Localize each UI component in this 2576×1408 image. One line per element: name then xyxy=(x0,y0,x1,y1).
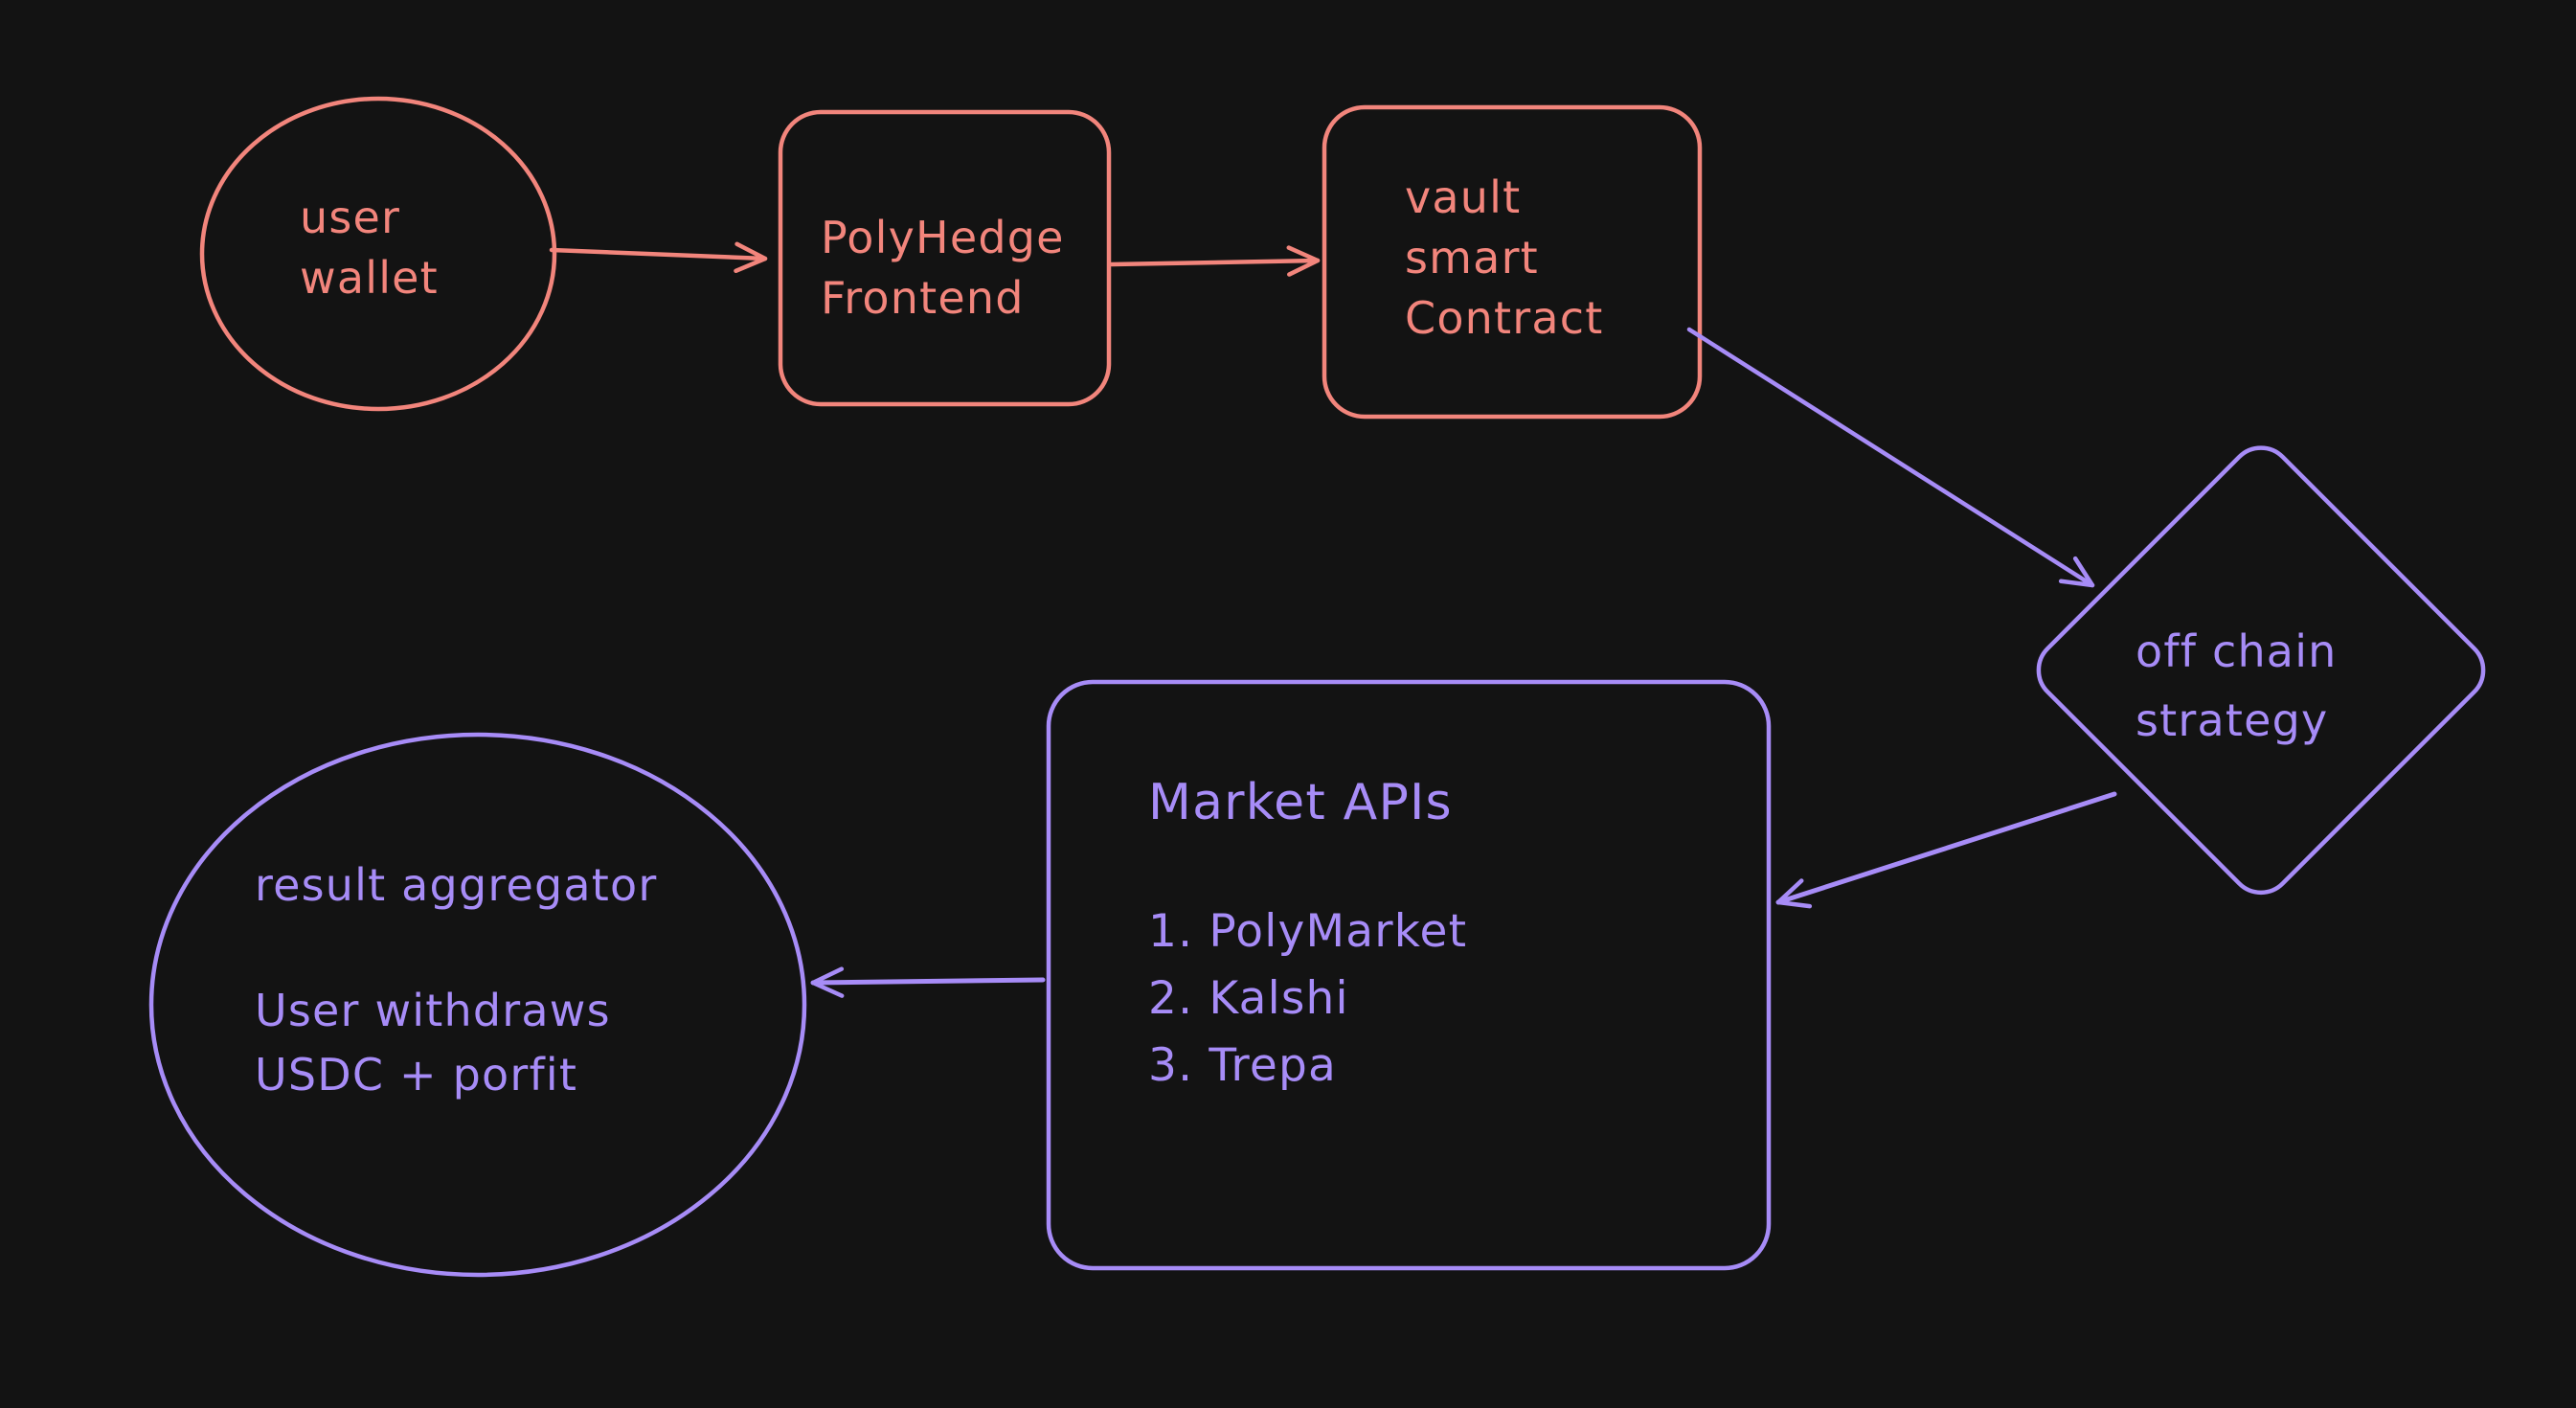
market-apis-item: 1. PolyMarket xyxy=(1148,905,1468,958)
strategy-diamond-shape[interactable] xyxy=(2026,435,2497,905)
market-apis-list: 1. PolyMarket 2. Kalshi 3. Trepa xyxy=(1148,898,1467,1100)
frontend-label: PolyHedge Frontend xyxy=(821,212,1065,324)
market-apis-title: Market APIs xyxy=(1148,774,1453,831)
aggregator-shape[interactable] xyxy=(148,732,807,1278)
arrow-wallet-to-frontend[interactable] xyxy=(549,241,768,274)
aggregator-note: User withdraws USDC + porfit xyxy=(255,985,611,1101)
arrow-strategy-to-market-apis[interactable] xyxy=(1775,791,2117,909)
market-apis-item: 3. Trepa xyxy=(1148,1039,1338,1092)
vault-shape[interactable] xyxy=(1322,104,1703,420)
strategy-label: off chain strategy xyxy=(2135,625,2338,746)
frontend-shape[interactable] xyxy=(778,109,1112,407)
aggregator-title: result aggregator xyxy=(255,859,658,911)
user-wallet-shape[interactable] xyxy=(199,96,557,412)
vault-label: vault smart Contract xyxy=(1405,171,1604,344)
user-wallet-label: user wallet xyxy=(300,192,439,304)
arrow-frontend-to-vault[interactable] xyxy=(1109,245,1321,277)
arrow-market-apis-to-aggregator[interactable] xyxy=(810,966,1046,998)
market-apis-shape[interactable] xyxy=(1046,679,1772,1271)
arrow-vault-to-strategy[interactable] xyxy=(1686,327,2095,588)
market-apis-item: 2. Kalshi xyxy=(1148,972,1349,1025)
